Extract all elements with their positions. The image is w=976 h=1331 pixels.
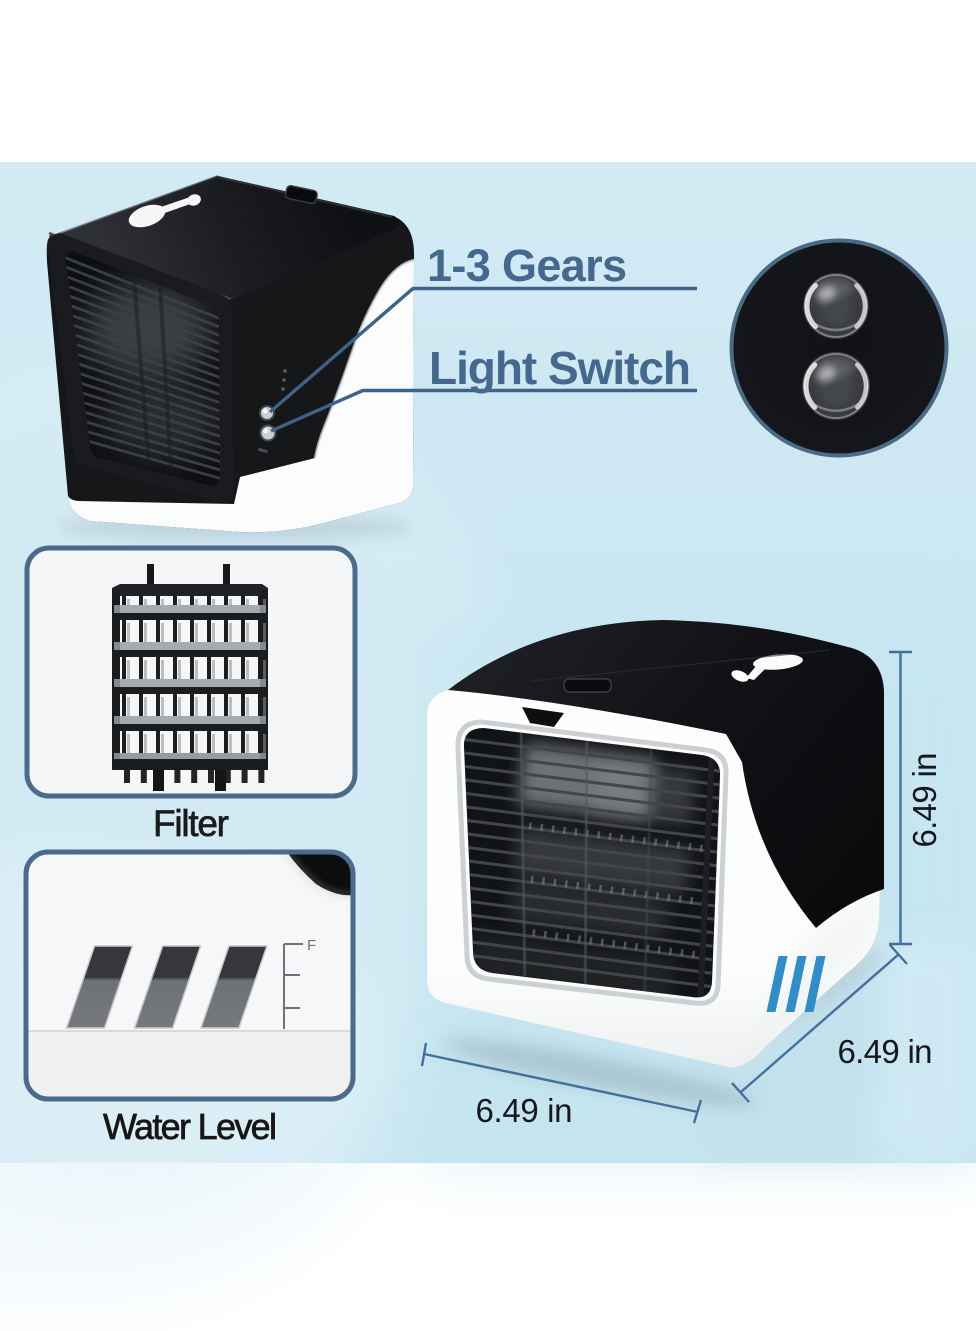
svg-text:Filter: Filter bbox=[153, 803, 229, 844]
svg-text:Light Switch: Light Switch bbox=[429, 342, 691, 394]
svg-text:6.49 in: 6.49 in bbox=[906, 753, 943, 848]
svg-text:Water Level: Water Level bbox=[103, 1106, 277, 1147]
svg-text:6.49 in: 6.49 in bbox=[838, 1033, 933, 1070]
svg-text:1-3 Gears: 1-3 Gears bbox=[427, 240, 627, 291]
svg-text:F: F bbox=[307, 937, 316, 954]
svg-text:6.49 in: 6.49 in bbox=[476, 1092, 573, 1129]
